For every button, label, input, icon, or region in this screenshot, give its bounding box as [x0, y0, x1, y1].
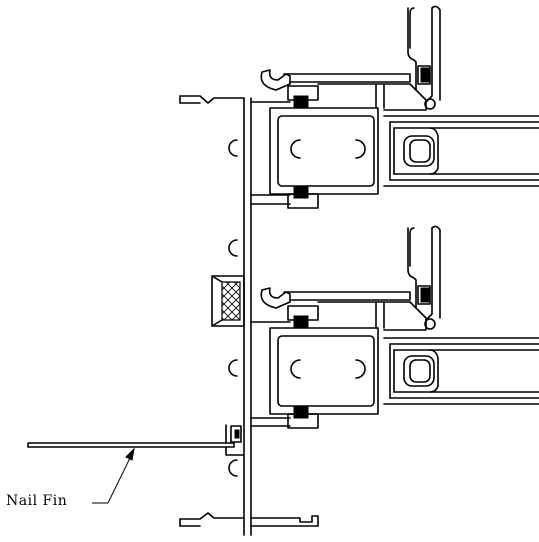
lower-sash [260, 225, 539, 429]
main-frame [179, 95, 319, 536]
nail-fin [27, 424, 245, 456]
insulated-glass-unit [383, 337, 539, 405]
insulated-glass-unit [383, 115, 539, 187]
upper-sash [260, 5, 539, 209]
nail-fin-label: Nail Fin [6, 493, 68, 509]
callout-leader [92, 447, 135, 504]
weather-strip [287, 185, 319, 209]
mullion-gasket [211, 275, 245, 327]
weather-strip [287, 405, 319, 429]
weather-strip [287, 305, 319, 329]
weather-strip [287, 85, 319, 109]
